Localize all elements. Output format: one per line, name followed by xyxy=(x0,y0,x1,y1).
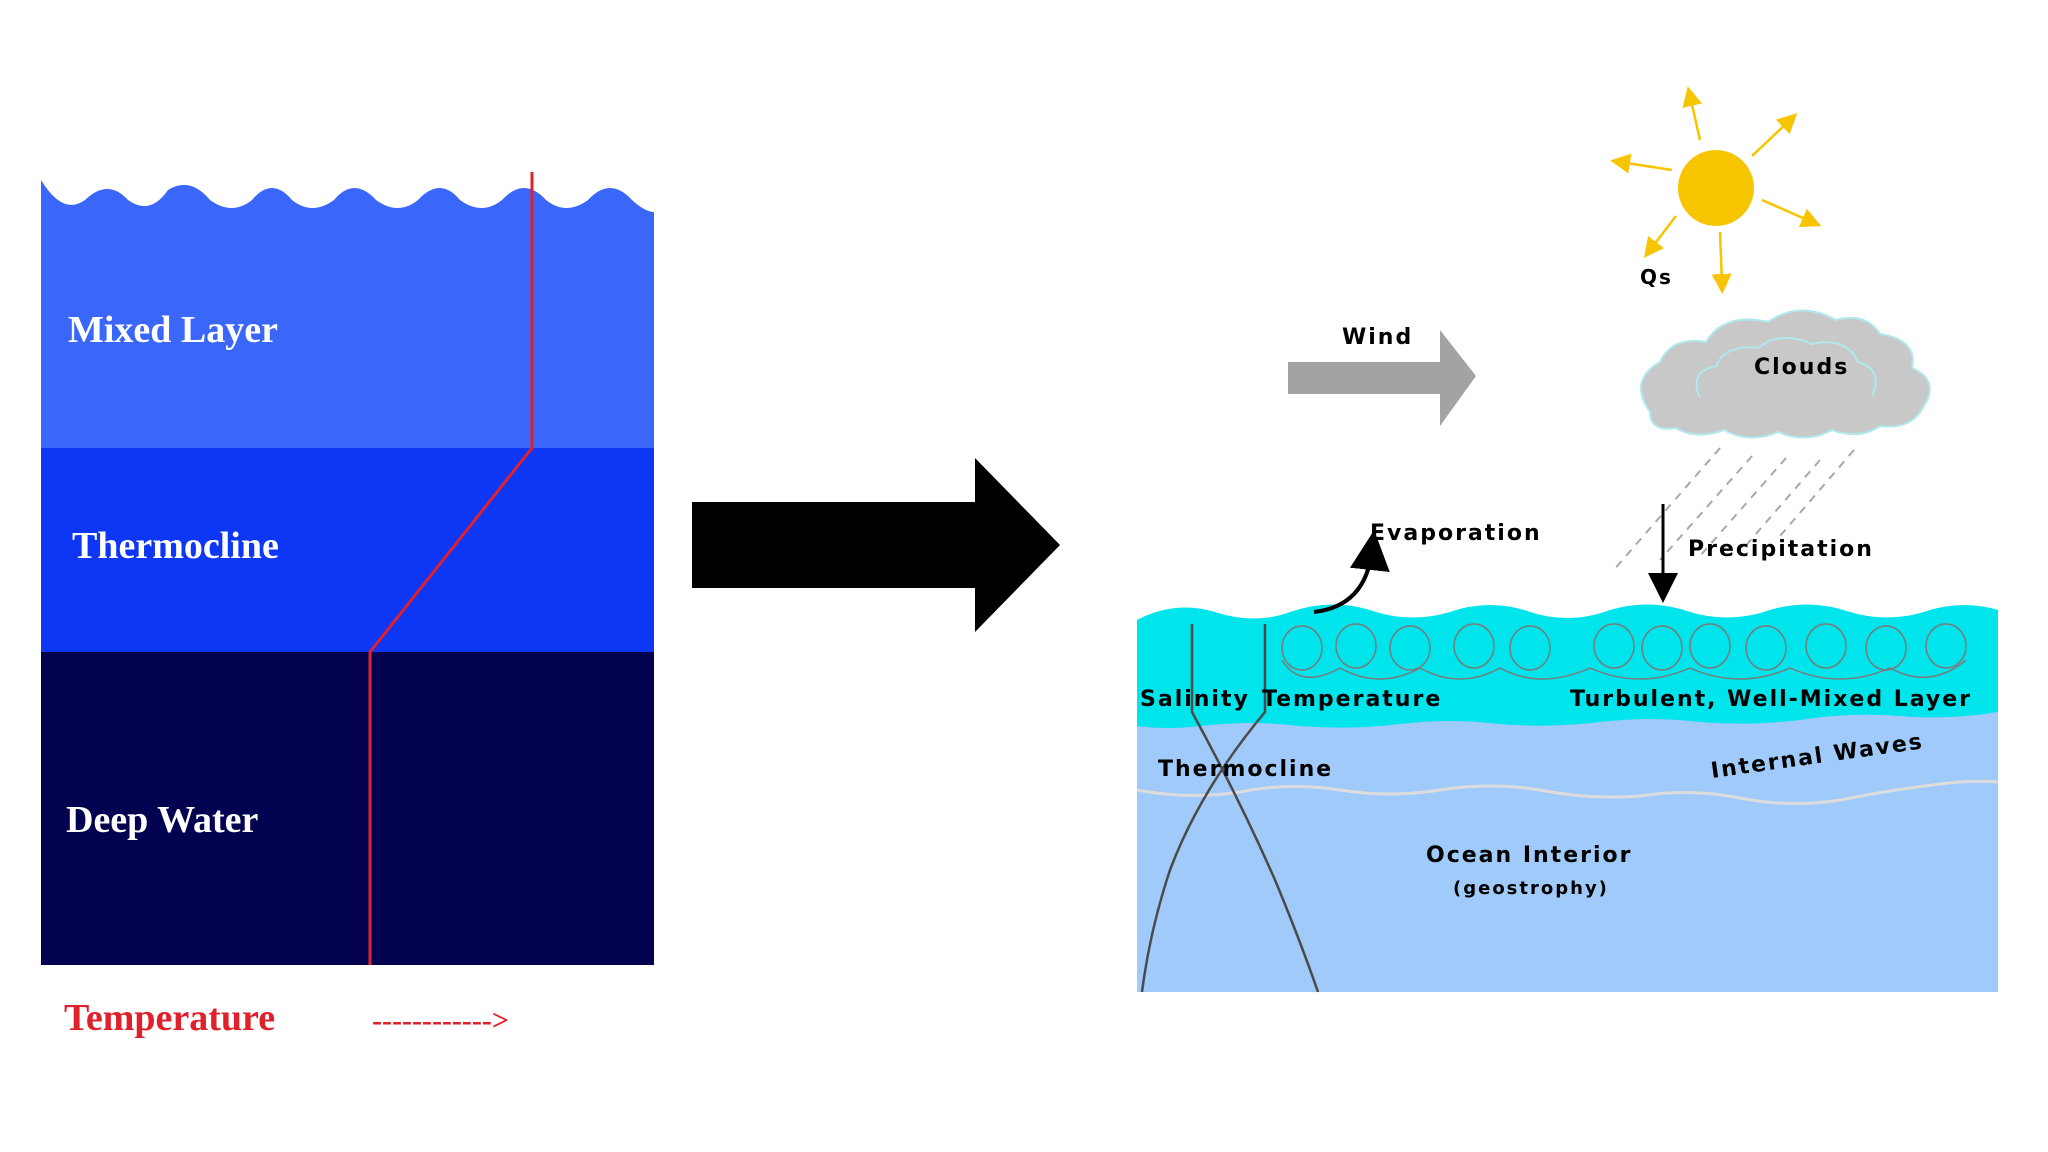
precipitation-label: Precipitation xyxy=(1688,537,1874,562)
clouds-label: Clouds xyxy=(1754,355,1849,380)
mixed-layer-label: Mixed Layer xyxy=(68,309,278,351)
wind-arrow-icon xyxy=(1288,330,1476,426)
well-mixed-layer-label: Turbulent, Well-Mixed Layer xyxy=(1570,687,1972,712)
qs-label: Qs xyxy=(1640,265,1673,289)
thermocline-wave-line xyxy=(1136,779,1999,806)
deep-water-band xyxy=(41,652,654,965)
surface-waves xyxy=(41,170,654,212)
cloud-icon xyxy=(1640,309,1931,439)
cloud-inner-outline xyxy=(1695,337,1877,399)
right-thermocline-label: Thermocline xyxy=(1158,757,1333,782)
geostrophy-label: (geostrophy) xyxy=(1453,878,1609,899)
evaporation-arrow-icon xyxy=(1313,530,1390,614)
ocean-interior-label: Ocean Interior xyxy=(1426,843,1632,868)
salinity-profile-line xyxy=(1190,624,1320,993)
transition-arrow xyxy=(692,458,1060,632)
right-panel: Qs Wind Clouds Precipitation Evaporation… xyxy=(1136,86,1999,993)
rain-streaks xyxy=(1611,447,1855,573)
salinity-temperature-profiles xyxy=(1140,624,1320,993)
deep-water-label: Deep Water xyxy=(66,799,259,841)
mixed-layer-band xyxy=(41,170,654,448)
temperature-axis-label: Temperature xyxy=(64,997,275,1039)
ocean-interior-area xyxy=(1137,690,1998,992)
temperature-axis-arrow: ------------> xyxy=(372,1004,509,1037)
thermocline-label: Thermocline xyxy=(72,525,279,567)
salinity-label: Salinity xyxy=(1140,687,1250,712)
right-temperature-label: Temperature xyxy=(1262,687,1442,712)
temperature-profile-line xyxy=(1140,624,1267,993)
temperature-profile-line xyxy=(368,172,534,965)
thermocline-band xyxy=(41,448,654,652)
wind-label: Wind xyxy=(1342,325,1413,350)
evaporation-label: Evaporation xyxy=(1370,521,1542,546)
sun-icon xyxy=(1610,86,1822,294)
turbulent-loops xyxy=(1281,623,1967,680)
left-panel: Mixed Layer Thermocline Deep Water Tempe… xyxy=(41,170,654,1039)
